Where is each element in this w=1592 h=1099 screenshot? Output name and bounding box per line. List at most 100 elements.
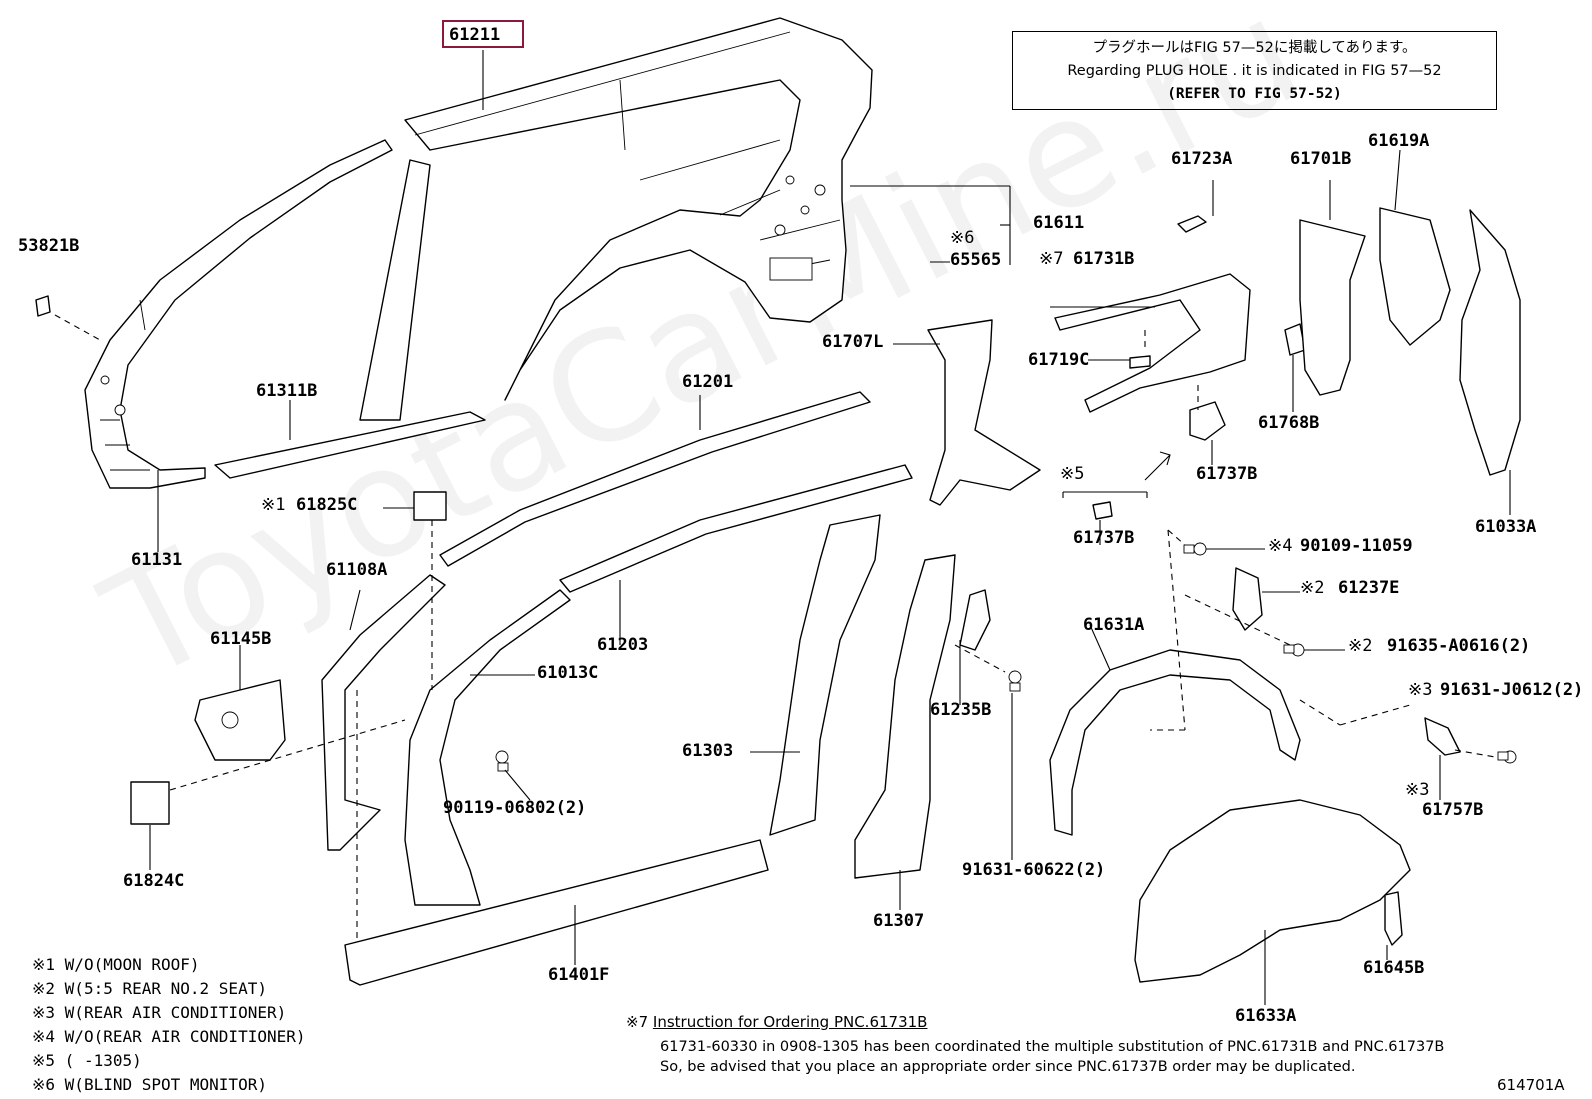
label-61145B[interactable]: 61145B <box>210 629 272 649</box>
label-61633A[interactable]: 61633A <box>1235 1006 1297 1026</box>
instruction-title: ※7 Instruction for Ordering PNC.61731B <box>626 1013 927 1031</box>
marker-3-b: ※3 <box>1405 780 1430 800</box>
label-61619A[interactable]: 61619A <box>1368 131 1430 151</box>
part-61701B <box>1299 219 1366 396</box>
legend-item: ※6 W(BLIND SPOT MONITOR) <box>32 1075 267 1094</box>
label-90109-11059[interactable]: 90109-11059 <box>1300 536 1413 556</box>
marker-3-a: ※3 <box>1408 680 1433 700</box>
label-61824C[interactable]: 61824C <box>123 871 185 891</box>
dashed-alignment-lines <box>54 314 1496 940</box>
marker-7: ※7 <box>1039 249 1064 269</box>
label-61307[interactable]: 61307 <box>873 911 925 931</box>
part-61707L-pillar <box>927 319 1041 506</box>
part-61211-quarter-panel <box>404 17 873 401</box>
bolt-90109-11059 <box>1183 542 1207 556</box>
legend-item: ※4 W/O(REAR AIR CONDITIONER) <box>32 1027 306 1046</box>
bolt-90119-06802 <box>495 750 509 772</box>
part-61201-roof-rail <box>439 391 871 567</box>
label-61235B[interactable]: 61235B <box>930 700 992 720</box>
marker-5: ※5 <box>1060 464 1085 484</box>
marker-1: ※1 <box>261 495 286 515</box>
part-61757B <box>1424 717 1461 756</box>
instruction-heading: Instruction for Ordering PNC.61731B <box>652 1013 928 1031</box>
legend-item: ※1 W/O(MOON ROOF) <box>32 955 200 974</box>
note-line-en: Regarding PLUG HOLE . it is indicated in… <box>1067 63 1442 79</box>
label-61203[interactable]: 61203 <box>597 635 649 655</box>
label-65565[interactable]: 65565 <box>950 250 1002 270</box>
label-61211[interactable]: 61211 <box>449 25 501 45</box>
label-61311B[interactable]: 61311B <box>256 381 318 401</box>
part-61719C <box>1129 355 1151 369</box>
label-61707L[interactable]: 61707L <box>822 332 884 352</box>
label-61131[interactable]: 61131 <box>131 550 183 570</box>
label-61033A[interactable]: 61033A <box>1475 517 1537 537</box>
label-61237E[interactable]: 61237E <box>1338 578 1400 598</box>
label-61201[interactable]: 61201 <box>682 372 734 392</box>
part-61237E <box>1232 567 1263 631</box>
bolt-91631-J0612 <box>1497 750 1517 764</box>
part-61311B-rail <box>214 411 486 479</box>
marker-2-b: ※2 <box>1348 636 1373 656</box>
pad-61825C <box>413 491 447 521</box>
label-61631A[interactable]: 61631A <box>1083 615 1145 635</box>
part-61633A <box>1134 799 1411 983</box>
label-61737B-b[interactable]: 61737B <box>1073 528 1135 548</box>
instruction-marker: ※7 <box>626 1013 649 1031</box>
part-61145B <box>194 679 286 761</box>
instruction-line-1: 61731-60330 in 0908-1305 has been coordi… <box>660 1039 1445 1055</box>
part-61033A <box>1459 209 1521 476</box>
figure-code: 614701A <box>1497 1076 1565 1094</box>
label-61108A[interactable]: 61108A <box>326 560 388 580</box>
marker-4: ※4 <box>1268 536 1293 556</box>
label-61013C[interactable]: 61013C <box>537 663 599 683</box>
part-61401F <box>344 839 769 986</box>
label-61757B[interactable]: 61757B <box>1422 800 1484 820</box>
label-61701B[interactable]: 61701B <box>1290 149 1352 169</box>
legend-item: ※2 W(5:5 REAR NO.2 SEAT) <box>32 979 267 998</box>
label-61731B[interactable]: 61731B <box>1073 249 1135 269</box>
label-91635-A0616[interactable]: 91635-A0616(2) <box>1387 636 1531 656</box>
legend-item: ※5 ( -1305) <box>32 1051 142 1070</box>
leader-lines <box>149 50 1511 1005</box>
highlight-box <box>442 20 524 48</box>
part-53821B-clip <box>35 295 51 317</box>
part-61737B-b <box>1092 501 1113 520</box>
label-91631-60622[interactable]: 91631-60622(2) <box>962 860 1106 880</box>
part-61723A <box>1177 215 1207 233</box>
part-61645B <box>1384 891 1403 946</box>
bolt-91635-A0616 <box>1283 643 1305 657</box>
instruction-line-2: So, be advised that you place an appropr… <box>660 1059 1356 1075</box>
label-61768B[interactable]: 61768B <box>1258 413 1320 433</box>
marker-6-a: ※6 <box>950 228 975 248</box>
label-61303[interactable]: 61303 <box>682 741 734 761</box>
note-line-jp: プラグホールはFIG 57—52に掲載してあります。 <box>1092 40 1417 56</box>
label-61723A[interactable]: 61723A <box>1171 149 1233 169</box>
plug-hole-note: プラグホールはFIG 57—52に掲載してあります。 Regarding PLU… <box>1012 31 1497 110</box>
label-61645B[interactable]: 61645B <box>1363 958 1425 978</box>
part-61203 <box>559 464 913 593</box>
pad-61824C <box>130 781 170 825</box>
part-61303 <box>769 514 881 836</box>
part-61235B <box>959 589 991 651</box>
label-53821B[interactable]: 53821B <box>18 236 80 256</box>
label-61825C[interactable]: 61825C <box>296 495 358 515</box>
label-61737B-a[interactable]: 61737B <box>1196 464 1258 484</box>
part-61619A <box>1379 207 1451 346</box>
note-line-ref: (REFER TO FIG 57-52) <box>1167 86 1342 102</box>
part-61737B-a <box>1189 401 1226 441</box>
marker-2-a: ※2 <box>1300 578 1325 598</box>
label-90119-06802[interactable]: 90119-06802(2) <box>443 798 587 818</box>
label-61401F[interactable]: 61401F <box>548 965 610 985</box>
part-61131-front-pillar <box>84 139 393 489</box>
part-61013C <box>404 589 571 906</box>
part-61731B-bracket <box>1054 273 1251 413</box>
label-61611[interactable]: 61611 <box>1033 213 1085 233</box>
legend-item: ※3 W(REAR AIR CONDITIONER) <box>32 1003 287 1022</box>
bolt-91631-60622 <box>1008 670 1022 692</box>
part-61108A <box>321 574 446 851</box>
label-61719C[interactable]: 61719C <box>1028 350 1090 370</box>
label-91631-J0612[interactable]: 91631-J0612(2) <box>1440 680 1584 700</box>
part-61631A <box>1049 649 1301 836</box>
part-61307 <box>854 554 956 879</box>
